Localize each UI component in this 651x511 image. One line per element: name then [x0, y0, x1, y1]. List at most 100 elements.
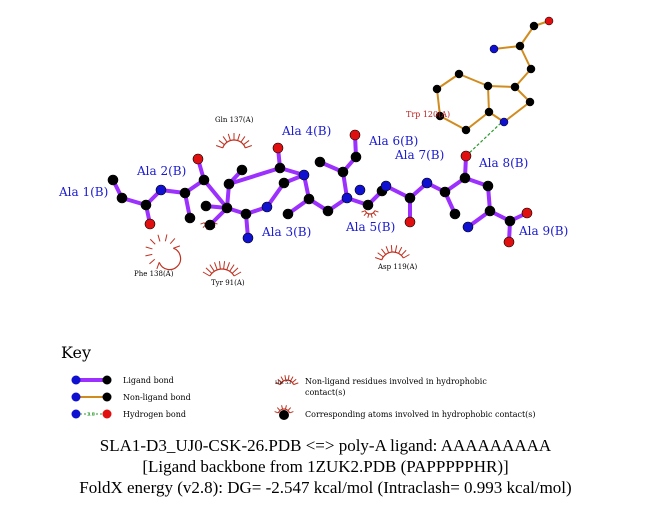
hydrophobic-tick	[284, 375, 287, 381]
key-nonligand-hydrophobic-label: Non-ligand residues involved in hydropho…	[305, 377, 487, 386]
carbon-atom	[482, 180, 494, 192]
hydrophobic-arc	[222, 139, 246, 149]
hydrophobic-tick	[173, 245, 181, 249]
key-nonligand-bond-sample	[71, 392, 112, 402]
hydrophobic-tick	[403, 254, 410, 259]
carbon-atom	[337, 166, 349, 178]
hydrophobic-contact-arcs	[145, 133, 410, 277]
carbon-atom	[362, 199, 374, 211]
oxygen-atom	[503, 236, 515, 248]
hydrophobic-tick	[363, 212, 368, 217]
carbon-atom	[510, 82, 520, 92]
hydrophobic-tick	[218, 261, 221, 270]
key-corresponding-atoms-icon	[274, 405, 294, 420]
hydrophobic-tick	[231, 267, 239, 274]
nitrogen-atom	[489, 44, 499, 54]
trp120-bond	[436, 73, 460, 90]
nitrogen-atom	[242, 232, 254, 244]
hydrophobic-arc-asp119	[374, 245, 410, 261]
hydrophobic-tick	[149, 258, 156, 265]
residue-label-ala1: Ala 1(B)	[58, 185, 108, 199]
trp120-bond	[493, 45, 521, 50]
hydrophobic-tick	[274, 411, 279, 414]
caption-line-3: FoldX energy (v2.8): DG= -2.547 kcal/mol…	[79, 478, 572, 497]
key-arc	[274, 405, 294, 414]
hydrophobic-tick	[290, 376, 294, 382]
hydrophobic-tick	[292, 378, 297, 383]
hbond-residue-label-trp120: Trp 120(A)	[406, 110, 450, 119]
hydrophobic-tick	[223, 261, 226, 270]
trp120-bonds	[436, 20, 550, 131]
hydrophobic-tick	[149, 238, 156, 245]
hydrogen-bond-line	[465, 121, 503, 157]
hydrophobic-tick	[370, 213, 373, 218]
hydrophobic-tick	[145, 246, 153, 250]
hydrophobic-tick	[205, 267, 213, 274]
hydrophobic-tick	[243, 140, 250, 146]
key-corresponding-atoms-label: Corresponding atoms involved in hydropho…	[305, 410, 536, 419]
carbon-atom	[282, 208, 294, 220]
hydrophobic-label-asp119: Asp 119(A)	[377, 263, 418, 271]
carbon-atom	[525, 97, 535, 107]
hydrophobic-tick	[385, 246, 390, 253]
key-hydrogen-bond-sample	[71, 409, 112, 419]
key-ligand-bond-label: Ligand bond	[123, 376, 174, 385]
hydrophobic-tick	[237, 133, 241, 141]
key-ligand-bond-sample	[71, 375, 112, 385]
hydrophobic-tick	[361, 210, 366, 213]
key-title: Key	[61, 343, 91, 362]
hydrophobic-arc	[381, 251, 404, 261]
trp120-bond	[436, 88, 441, 117]
carbon-atom	[278, 177, 290, 189]
hydrophobic-tick	[293, 382, 299, 386]
hydrophobic-tick	[233, 271, 242, 277]
hydrophobic-tick	[372, 212, 377, 217]
hydrophobic-label-tyr91: Tyr 91(A)	[211, 279, 245, 287]
carbon-atom	[459, 172, 471, 184]
oxygen-atom	[192, 153, 204, 165]
residue-label-ala5: Ala 5(B)	[345, 220, 395, 234]
hydrophobic-tick	[209, 264, 215, 272]
hydrophobic-tick	[400, 249, 407, 256]
carbon-atom	[240, 208, 252, 220]
trp120-bond	[458, 73, 489, 87]
carbon-atom	[350, 151, 362, 163]
carbon-atom	[484, 205, 496, 217]
hydrophobic-tick	[374, 210, 379, 213]
hydrophobic-tick	[381, 248, 387, 255]
hydrophobic-tick	[156, 262, 160, 270]
carbon-atom	[526, 64, 536, 74]
key-atom	[279, 410, 289, 420]
oxygen-atom	[404, 216, 416, 228]
oxygen-atom	[460, 150, 472, 162]
nitrogen-atom	[380, 180, 392, 192]
hydrophobic-arc	[279, 379, 295, 385]
hydrophobic-tick	[289, 411, 294, 414]
hydrophobic-tick	[200, 222, 205, 225]
hydrophobic-tick	[367, 213, 370, 218]
residue-label-ala3: Ala 3(B)	[261, 225, 311, 239]
carbon-atom	[483, 81, 493, 91]
hydrophobic-tick	[398, 246, 403, 254]
hydrophobic-tick	[277, 378, 282, 383]
carbon-atom	[140, 199, 152, 211]
ligand-atoms	[107, 16, 554, 248]
hydrophobic-arc	[364, 210, 376, 215]
hydrophobic-tick	[240, 136, 246, 143]
residue-label-ala8: Ala 8(B)	[478, 156, 528, 170]
carbon-atom	[439, 186, 451, 198]
carbon-atom	[223, 178, 235, 190]
hydrophobic-tick	[215, 145, 223, 149]
caption-line-1: SLA1-D3_UJ0-CSK-26.PDB <=> poly-A ligand…	[99, 436, 552, 455]
carbon-atom	[322, 205, 334, 217]
hydrophobic-tick	[202, 271, 211, 277]
trp120-bond	[465, 111, 490, 131]
hydrophobic-tick	[284, 405, 287, 410]
carbon-atom	[461, 125, 471, 135]
key-nonligand-hydrophobic-label-2: contact(s)	[305, 388, 345, 397]
hydrophobic-tick	[281, 405, 284, 410]
caption-line-2: [Ligand backbone from 1ZUK2.PDB (PAPPPPP…	[142, 457, 509, 476]
hydrophobic-tick	[222, 136, 228, 143]
carbon-atom	[107, 174, 119, 186]
carbon-atom	[404, 192, 416, 204]
